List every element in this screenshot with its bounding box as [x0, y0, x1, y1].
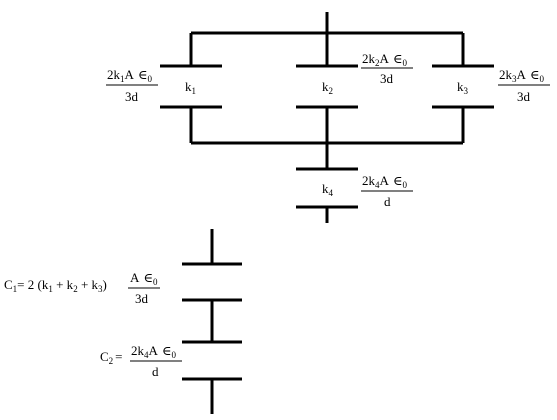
c2-equation: C2= 2k4A∈0 d [100, 343, 182, 379]
k3-label: k3 [457, 79, 469, 96]
k3-fraction-denominator: 3d [517, 89, 531, 104]
k4-fraction-denominator: d [384, 194, 391, 209]
c2-fraction-denominator: d [152, 364, 159, 379]
k4-fraction-numerator: 2k4A∈0 [362, 173, 408, 190]
k1-capacitance-fraction: 2k1A∈0 3d [106, 67, 158, 104]
k3-fraction-numerator: 2k3A∈0 [499, 67, 545, 84]
k2-label: k2 [322, 79, 333, 96]
k3-capacitance-fraction: 2k3A∈0 3d [498, 67, 550, 104]
c1-fraction-denominator: 3d [135, 291, 149, 306]
c1-equation: C1= 2 (k1 + k2 + k3) A∈0 3d [4, 270, 160, 306]
k2-fraction-denominator: 3d [380, 71, 394, 86]
k2-capacitance-fraction: 2k2A∈0 3d [361, 51, 413, 86]
c2-lhs: C2= [100, 349, 123, 366]
k1-label: k1 [185, 79, 196, 96]
k4-label: k4 [322, 181, 334, 198]
k4-capacitance-fraction: 2k4A∈0 d [361, 173, 413, 209]
top-circuit [160, 12, 494, 223]
k2-fraction-numerator: 2k2A∈0 [362, 51, 408, 68]
c2-fraction-numerator: 2k4A∈0 [131, 343, 177, 360]
c1-fraction-numerator: A∈0 [130, 270, 158, 287]
k1-fraction-denominator: 3d [125, 89, 139, 104]
equivalent-circuit [182, 229, 242, 414]
k1-fraction-numerator: 2k1A∈0 [107, 67, 153, 84]
c1-expression: C1= 2 (k1 + k2 + k3) [4, 277, 107, 294]
